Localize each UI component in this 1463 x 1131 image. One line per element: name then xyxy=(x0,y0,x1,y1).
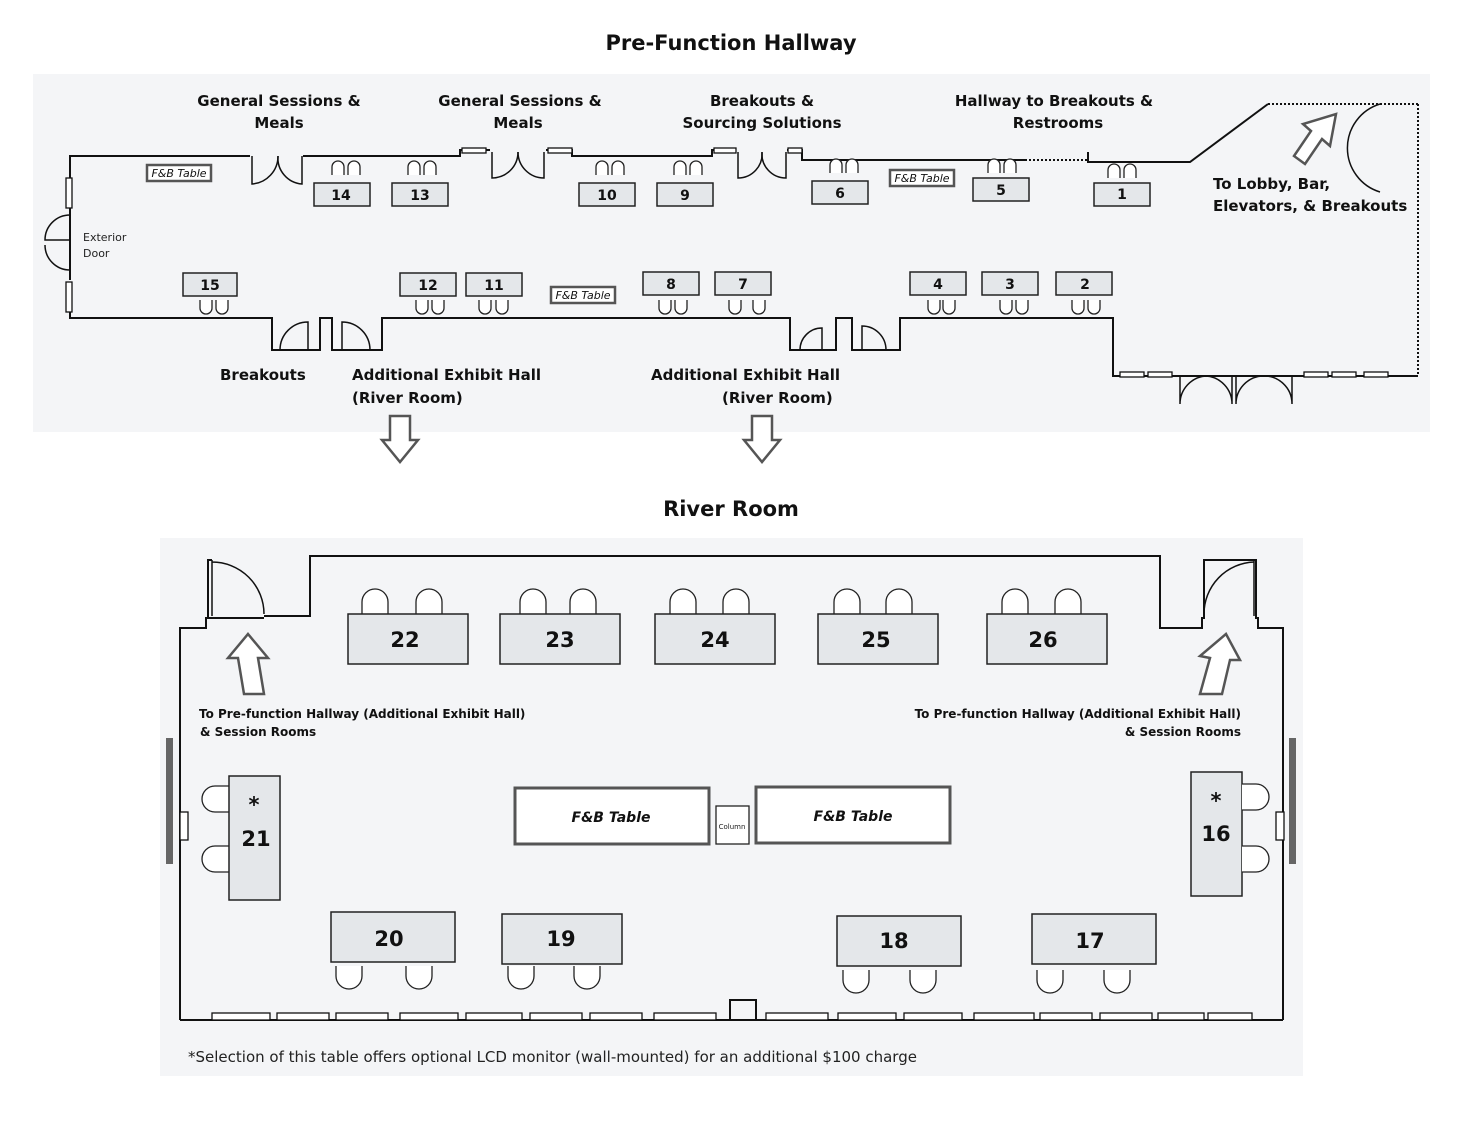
hallway-panel xyxy=(33,74,1430,432)
label-breakouts-sourcing-line2: Sourcing Solutions xyxy=(682,114,841,132)
booth-4[interactable]: 4 xyxy=(909,271,967,315)
hallway-doors xyxy=(251,103,1381,405)
hallway-labels: General Sessions & Meals General Session… xyxy=(83,92,1407,407)
booth-number: 6 xyxy=(835,186,845,202)
booth-asterisk: * xyxy=(249,793,260,817)
label-exterior-door-line2: Door xyxy=(83,247,110,260)
booth-number: 15 xyxy=(200,278,219,294)
label-general-sessions-meals-1-line2: Meals xyxy=(254,114,303,132)
booth-number: 21 xyxy=(241,827,270,851)
river-fb-area: F&B Table Column F&B Table xyxy=(513,785,952,846)
booth-number: 16 xyxy=(1201,822,1230,846)
booth-3[interactable]: 3 xyxy=(981,271,1039,315)
booth-16[interactable]: * 16 xyxy=(1190,771,1270,897)
label-to-lobby: To Lobby, Bar, xyxy=(1213,175,1330,193)
booth-number: 2 xyxy=(1080,277,1090,293)
label-to-lobby-line2: Elevators, & Breakouts xyxy=(1213,197,1407,215)
column-label: Column xyxy=(719,823,746,831)
booth-number: 1 xyxy=(1117,187,1127,203)
exit-arrow-right-icon xyxy=(1197,632,1243,696)
booth-number: 17 xyxy=(1075,929,1104,953)
exit-arrow-left-icon xyxy=(225,632,271,696)
exit-label-left: To Pre-function Hallway (Additional Exhi… xyxy=(199,707,525,721)
label-additional-exhibit-hall-1-line2: (River Room) xyxy=(352,389,463,407)
booth-24[interactable]: 24 xyxy=(654,588,776,665)
booth-number: 19 xyxy=(546,927,575,951)
booth-25[interactable]: 25 xyxy=(817,588,939,665)
label-general-sessions-meals-2: General Sessions & xyxy=(438,92,601,110)
booth-1[interactable]: 1 xyxy=(1093,163,1151,207)
booth-23[interactable]: 23 xyxy=(499,588,621,665)
river-booths: 22 23 24 25 26 * 21 xyxy=(201,588,1270,994)
booth-2[interactable]: 2 xyxy=(1055,271,1113,315)
fb-table-label-left: F&B Table xyxy=(572,810,651,826)
river-room-title: River Room xyxy=(663,497,799,521)
label-additional-exhibit-hall-2: Additional Exhibit Hall xyxy=(651,366,840,384)
footnote: *Selection of this table offers optional… xyxy=(188,1048,917,1066)
booth-number: 23 xyxy=(545,628,574,652)
booth-number: 8 xyxy=(666,277,676,293)
label-exterior-door: Exterior xyxy=(83,231,127,244)
booth-13[interactable]: 13 xyxy=(391,160,449,207)
exit-label-right: To Pre-function Hallway (Additional Exhi… xyxy=(915,707,1241,721)
label-breakouts-sourcing: Breakouts & xyxy=(710,92,814,110)
booth-number: 25 xyxy=(861,628,890,652)
booth-number: 14 xyxy=(331,188,351,204)
booth-19[interactable]: 19 xyxy=(501,913,623,990)
label-hallway-breakouts-restrooms: Hallway to Breakouts & xyxy=(955,92,1153,110)
label-additional-exhibit-hall-1: Additional Exhibit Hall xyxy=(352,366,541,384)
booth-17[interactable]: 17 xyxy=(1031,913,1157,994)
lobby-arrow-icon xyxy=(1292,112,1338,166)
label-breakouts: Breakouts xyxy=(220,366,306,384)
booth-18[interactable]: 18 xyxy=(836,915,962,994)
fb-table-label-1: F&B Table xyxy=(151,167,206,180)
exit-label-right-line2: & Session Rooms xyxy=(1125,725,1241,739)
label-additional-exhibit-hall-2-line2: (River Room) xyxy=(722,389,833,407)
booth-11[interactable]: 11 xyxy=(465,272,523,315)
booth-12[interactable]: 12 xyxy=(399,272,457,315)
hallway-booths: 14 13 10 9 6 5 1 xyxy=(182,158,1151,315)
booth-number: 26 xyxy=(1028,628,1057,652)
booth-number: 11 xyxy=(484,278,503,294)
booth-number: 22 xyxy=(390,628,419,652)
booth-number: 5 xyxy=(996,183,1006,199)
booth-asterisk: * xyxy=(1211,789,1222,813)
exit-label-left-line2: & Session Rooms xyxy=(200,725,316,739)
label-general-sessions-meals-2-line2: Meals xyxy=(493,114,542,132)
booth-number: 10 xyxy=(597,188,617,204)
booth-22[interactable]: 22 xyxy=(347,588,469,665)
booth-7[interactable]: 7 xyxy=(714,271,772,315)
booth-5[interactable]: 5 xyxy=(972,158,1030,202)
river-room-windows xyxy=(211,1012,1253,1021)
booth-number: 9 xyxy=(680,188,690,204)
booth-6[interactable]: 6 xyxy=(811,158,869,205)
booth-number: 18 xyxy=(879,929,908,953)
label-general-sessions-meals-1: General Sessions & xyxy=(197,92,360,110)
fb-table-label-2: F&B Table xyxy=(894,172,949,185)
booth-number: 13 xyxy=(410,188,429,204)
down-arrow-icon-2 xyxy=(741,414,783,464)
booth-number: 3 xyxy=(1005,277,1015,293)
booth-number: 12 xyxy=(418,278,437,294)
fb-table-label-right: F&B Table xyxy=(814,809,893,825)
label-hallway-breakouts-restrooms-line2: Restrooms xyxy=(1013,114,1103,132)
booth-9[interactable]: 9 xyxy=(656,160,714,207)
booth-8[interactable]: 8 xyxy=(642,271,700,315)
booth-15[interactable]: 15 xyxy=(182,272,238,315)
booth-20[interactable]: 20 xyxy=(330,911,456,990)
booth-number: 7 xyxy=(738,277,748,293)
hallway-title: Pre-Function Hallway xyxy=(605,31,856,55)
booth-21[interactable]: * 21 xyxy=(201,775,281,901)
down-arrow-icon-1 xyxy=(379,414,421,464)
booth-10[interactable]: 10 xyxy=(578,160,636,207)
booth-14[interactable]: 14 xyxy=(313,160,371,207)
booth-number: 4 xyxy=(933,277,943,293)
booth-number: 24 xyxy=(700,628,729,652)
fb-table-label-3: F&B Table xyxy=(555,289,610,302)
hallway-fb-tables: F&B Table F&B Table F&B Table xyxy=(145,163,956,305)
booth-number: 20 xyxy=(374,927,403,951)
booth-26[interactable]: 26 xyxy=(986,588,1108,665)
hallway-windows xyxy=(65,147,1389,378)
